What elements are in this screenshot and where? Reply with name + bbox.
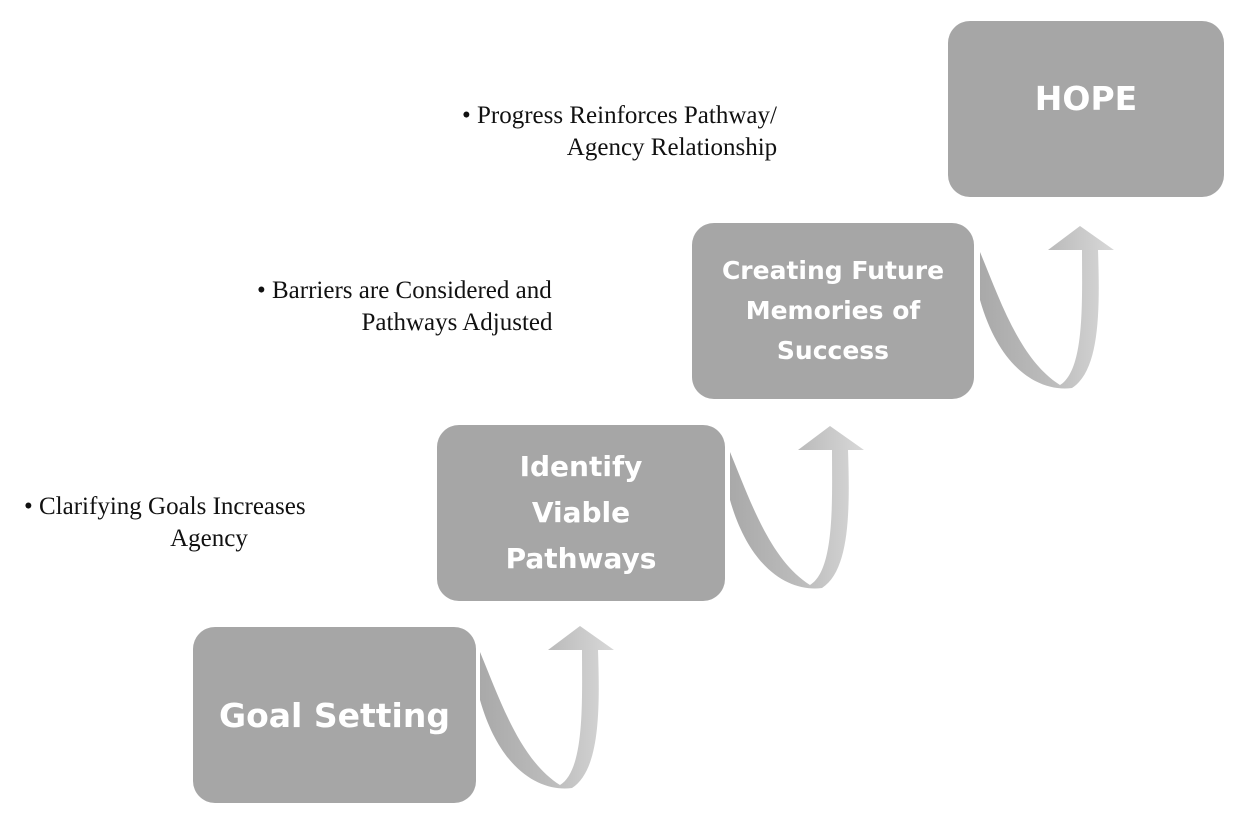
step-label-line: Creating Future [721, 256, 945, 285]
arrow-2 [730, 426, 864, 589]
step-label-line: Identify [519, 450, 643, 483]
arrow-3 [980, 226, 1114, 389]
note-clarifying-goals: • Clarifying Goals Increases Agency [24, 491, 394, 555]
step-label-line: Success [776, 336, 890, 365]
step-hope: HOPE [948, 21, 1224, 197]
step-goal-setting: Goal Setting [193, 627, 476, 803]
note-progress-reinforces: • Progress Reinforces Pathway/ Agency Re… [462, 100, 882, 164]
step-label-line: Pathways [505, 542, 657, 575]
arrow-1 [480, 626, 614, 789]
step-label-line: Viable [531, 496, 631, 529]
note-barriers-considered: • Barriers are Considered and Pathways A… [257, 275, 657, 339]
step-identify-viable-pathways: Identify Viable Pathways [437, 425, 725, 601]
note-line: Agency Relationship [566, 134, 778, 161]
step-label-line: Memories of [745, 296, 921, 325]
step-label: Goal Setting [219, 695, 450, 735]
note-line: • Barriers are Considered and [257, 277, 552, 304]
note-line: • Progress Reinforces Pathway/ [462, 102, 777, 129]
step-label: HOPE [1034, 78, 1138, 118]
note-line: Agency [170, 525, 248, 552]
note-line: • Clarifying Goals Increases [24, 493, 306, 520]
step-creating-future-memories: Creating Future Memories of Success [692, 223, 974, 399]
note-line: Pathways Adjusted [361, 309, 553, 336]
